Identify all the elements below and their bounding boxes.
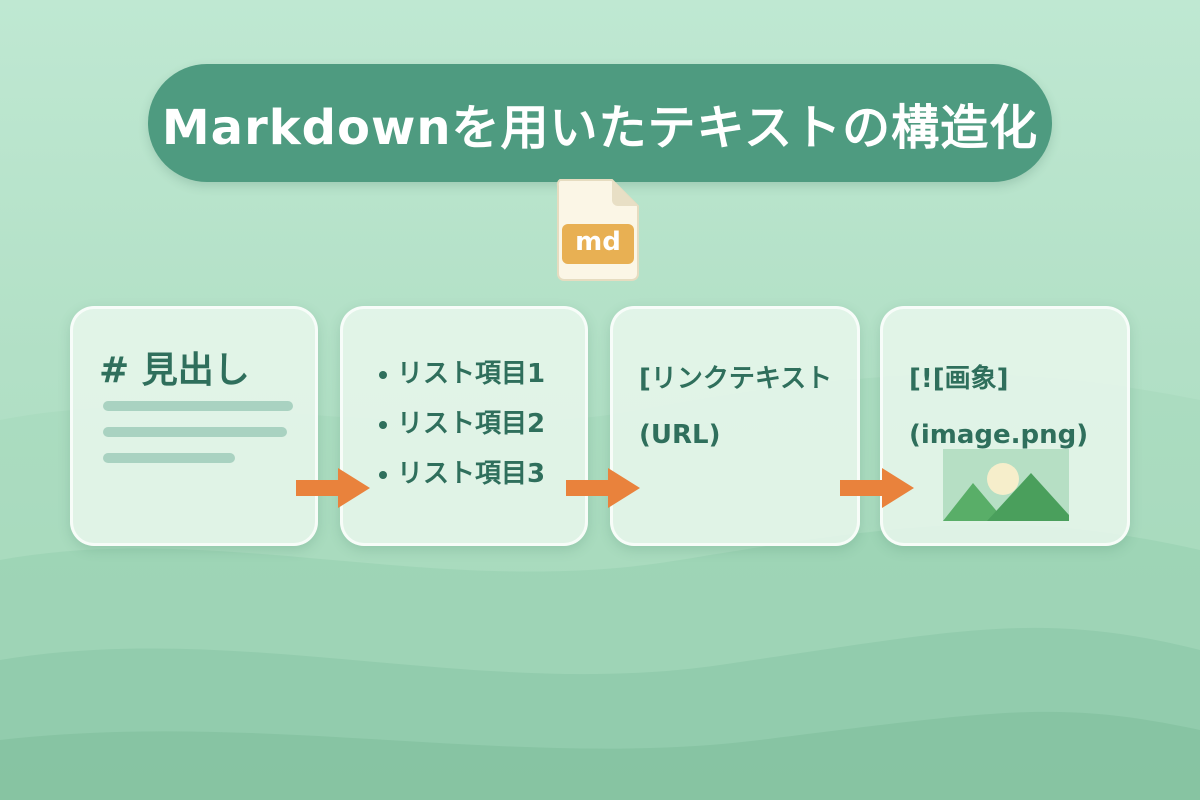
link-url-line: (URL)	[639, 420, 721, 450]
bullet-list: リスト項目1 リスト項目2 リスト項目3	[379, 349, 545, 499]
card-link: [リンクテキスト (URL)	[610, 306, 860, 546]
bullet-icon	[379, 470, 387, 479]
link-syntax: [リンクテキスト (URL)	[639, 351, 832, 463]
list-item: リスト項目3	[379, 449, 545, 499]
markdown-file-icon: md	[552, 176, 644, 282]
list-item: リスト項目2	[379, 399, 545, 449]
image-syntax: [![画象] (image.png)	[909, 351, 1088, 463]
card-list: リスト項目1 リスト項目2 リスト項目3	[340, 306, 588, 546]
image-path-line: (image.png)	[909, 420, 1089, 450]
text-placeholder-line	[103, 453, 235, 463]
title-banner: Markdownを用いたテキストの構造化	[148, 64, 1052, 182]
file-type-label: md	[575, 227, 621, 257]
arrow-right-icon	[296, 468, 370, 508]
card-image: [![画象] (image.png)	[880, 306, 1130, 546]
card-heading: # 見出し	[70, 306, 318, 546]
bullet-icon	[379, 420, 387, 429]
heading-example: # 見出し	[99, 350, 250, 391]
page-title: Markdownを用いたテキストの構造化	[161, 100, 1039, 156]
list-item: リスト項目1	[379, 349, 545, 399]
text-placeholder-line	[103, 427, 287, 437]
text-placeholder-line	[103, 401, 293, 411]
arrow-right-icon	[840, 468, 914, 508]
bullet-icon	[379, 370, 387, 379]
image-alt-line: [![画象]	[909, 364, 1009, 394]
link-text-line: [リンクテキスト	[639, 364, 833, 394]
landscape-image-icon	[943, 449, 1069, 521]
arrow-right-icon	[566, 468, 640, 508]
